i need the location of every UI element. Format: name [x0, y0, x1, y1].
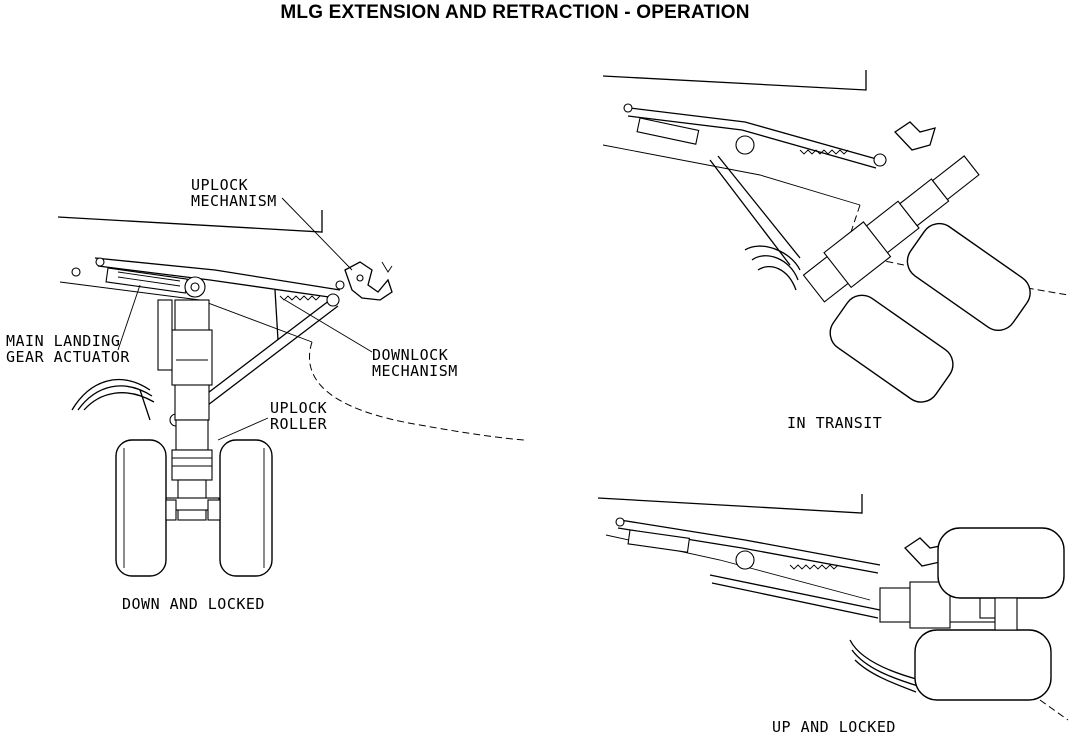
upper-brace	[94, 257, 341, 299]
leader-uplock-mechanism	[281, 197, 353, 271]
left-tire	[115, 439, 167, 577]
leader-downlock	[284, 299, 373, 353]
main-strut	[157, 299, 220, 521]
view-up-and-locked	[597, 494, 1069, 721]
leader-uplock-roller	[217, 417, 269, 441]
callout-uplock-roller: UPLOCK ROLLER	[270, 400, 327, 432]
caption-down-and-locked: DOWN AND LOCKED	[122, 595, 265, 613]
view-down-and-locked	[57, 197, 525, 577]
uplock-mechanism-drawing	[335, 261, 393, 301]
callout-uplock-mechanism-line2: MECHANISM	[191, 192, 277, 210]
downlock-spring	[279, 295, 321, 301]
leader-actuator	[117, 284, 141, 351]
callout-uplock-mechanism: UPLOCK MECHANISM	[191, 177, 277, 209]
wing-lower-line	[57, 210, 323, 233]
view-in-transit	[602, 70, 1069, 403]
callout-downlock-line1: DOWNLOCK	[372, 346, 449, 364]
callout-downlock-line2: MECHANISM	[372, 362, 458, 380]
callout-uplock-roller-line1: UPLOCK	[270, 399, 328, 417]
page-title: MLG EXTENSION AND RETRACTION - OPERATION	[280, 2, 750, 23]
callout-uplock-roller-line2: ROLLER	[270, 415, 328, 433]
callout-uplock-mechanism-line1: UPLOCK	[191, 176, 249, 194]
caption-up-and-locked: UP AND LOCKED	[772, 718, 896, 736]
callout-downlock-mechanism: DOWNLOCK MECHANISM	[372, 347, 458, 379]
callout-actuator-line2: GEAR ACTUATOR	[6, 348, 130, 366]
caption-in-transit: IN TRANSIT	[787, 414, 883, 432]
hydraulic-hoses	[71, 378, 155, 421]
callout-actuator-line1: MAIN LANDING	[6, 332, 121, 350]
callout-main-landing-gear-actuator: MAIN LANDING GEAR ACTUATOR	[6, 333, 130, 365]
actuator-drawing	[71, 257, 188, 294]
fuselage-dashed-contour	[308, 341, 525, 441]
